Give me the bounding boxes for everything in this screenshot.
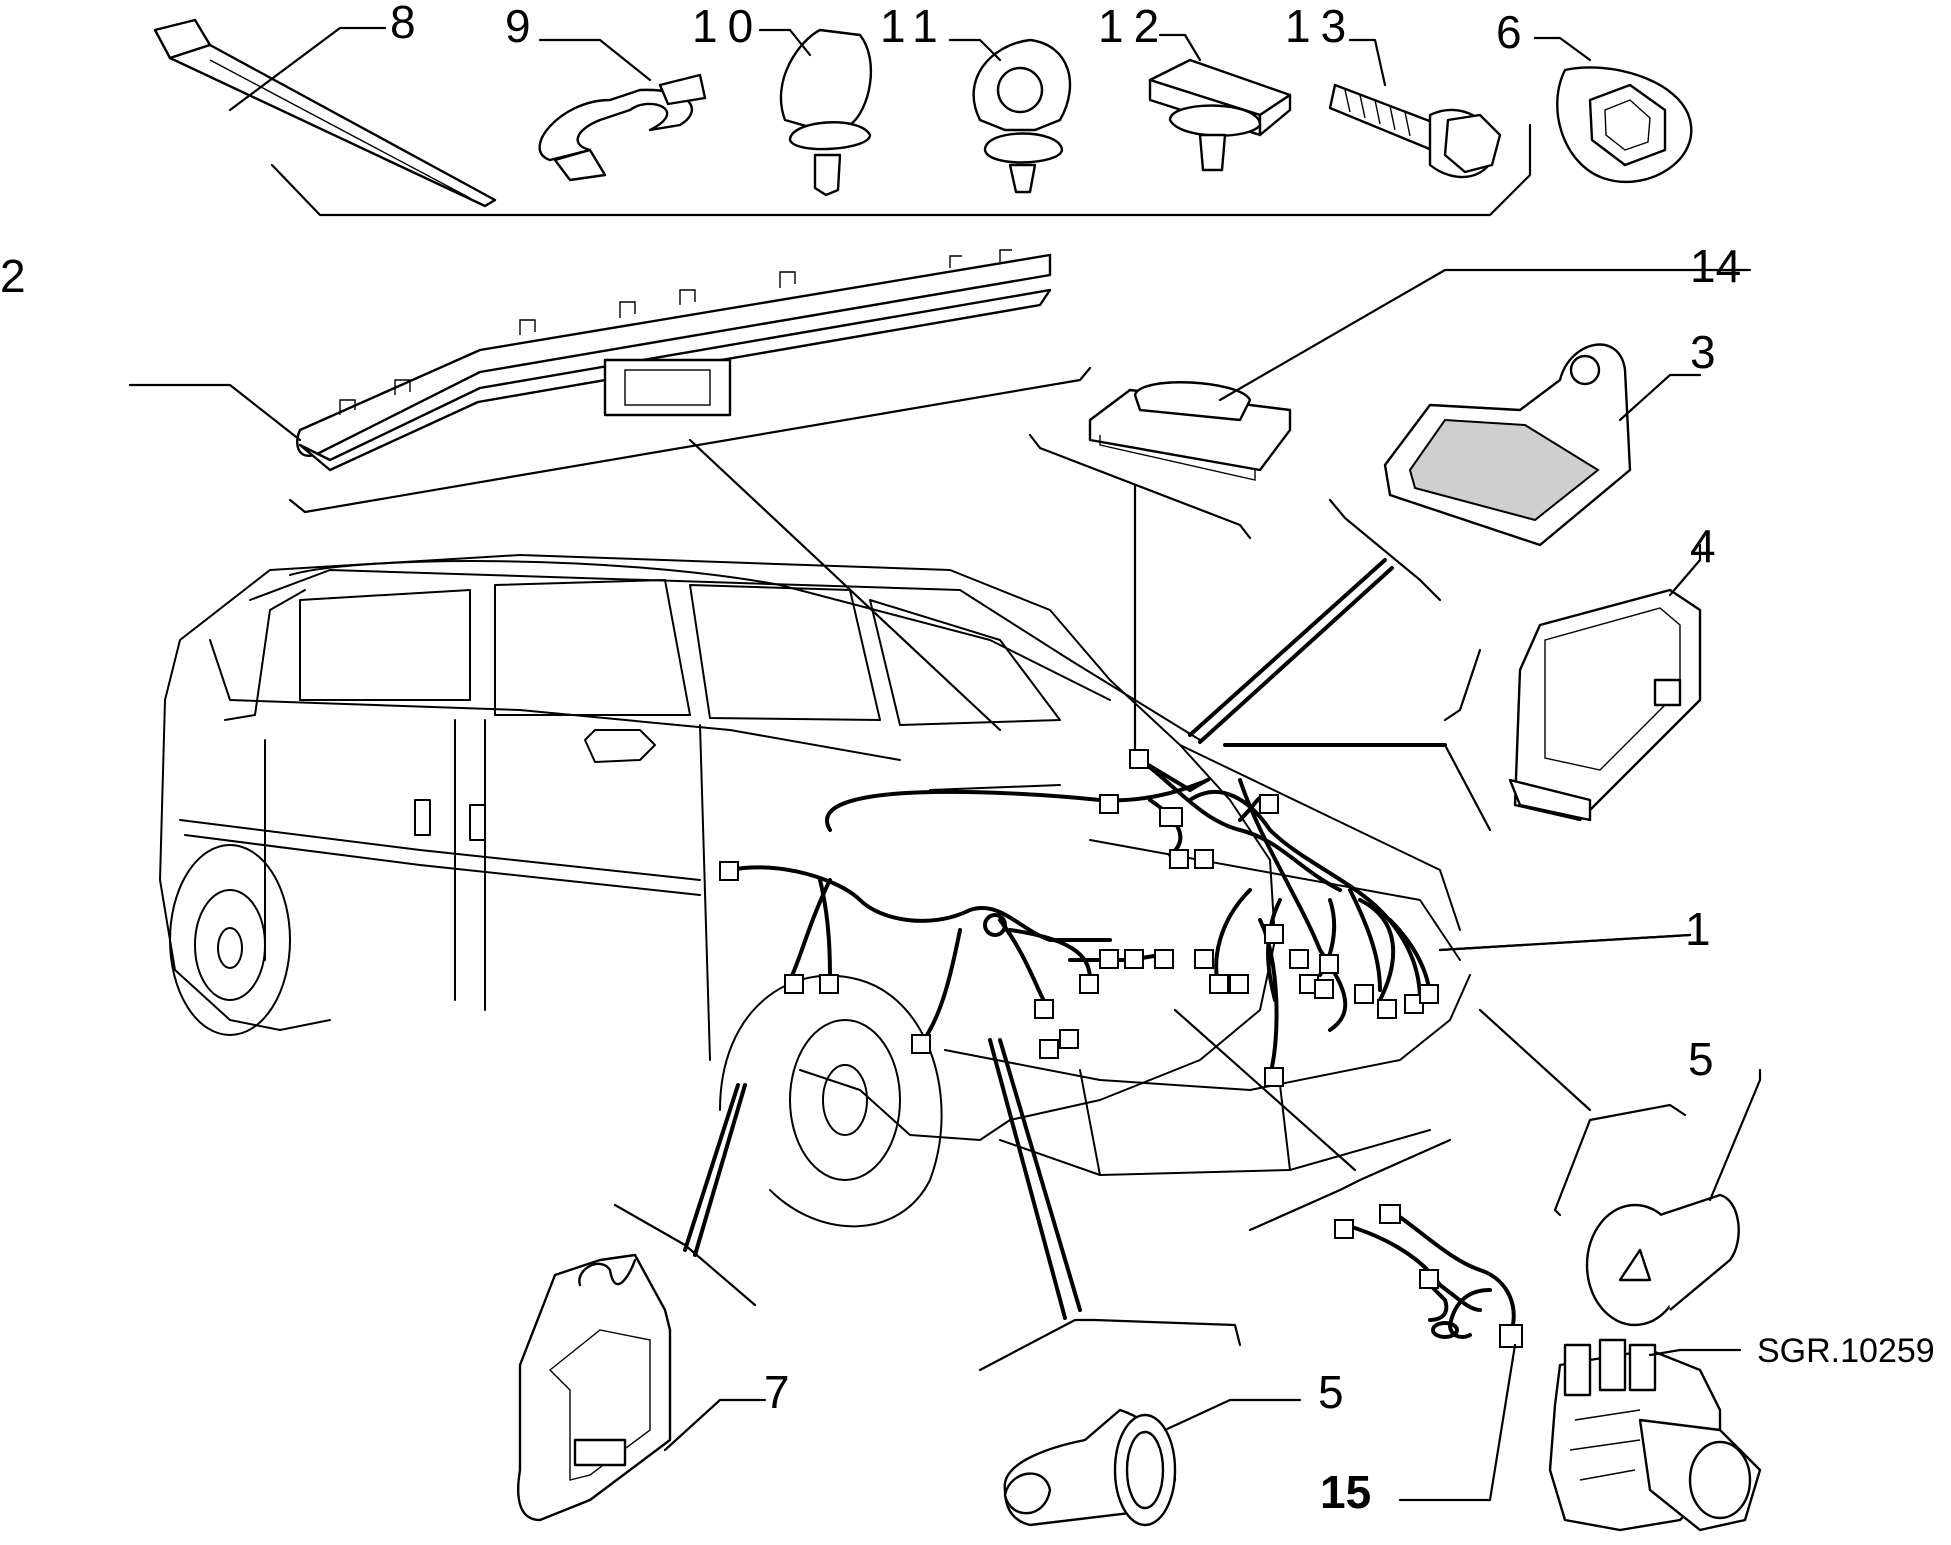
part-2-rail bbox=[296, 249, 1052, 472]
part-6-grommet bbox=[1556, 66, 1693, 184]
part-9-clamp bbox=[538, 73, 707, 182]
part-15-bracket bbox=[1248, 1138, 1452, 1232]
callout-15: 15 bbox=[1320, 1466, 1371, 1518]
callout-10: 10 bbox=[692, 0, 763, 52]
vehicle-outline bbox=[159, 554, 1471, 1228]
callout-8-leader bbox=[228, 26, 387, 112]
part-5-cone-lower bbox=[1003, 1408, 1177, 1527]
callout-5b-leader bbox=[1163, 1398, 1302, 1432]
part-4-bracket bbox=[1443, 648, 1482, 722]
drawing-code: SGR.10259 bbox=[1757, 1332, 1935, 1370]
part-5-cone-upper bbox=[1585, 1193, 1740, 1327]
leader-part-15 bbox=[1173, 1008, 1357, 1172]
callout-14: 14 bbox=[1690, 240, 1741, 292]
part-13-screw bbox=[1328, 83, 1502, 179]
callout-12: 12 bbox=[1098, 0, 1169, 52]
part-1-wiring-harness bbox=[728, 758, 1432, 1077]
callout-12-leader bbox=[1158, 33, 1202, 62]
callout-6: 6 bbox=[1496, 6, 1522, 58]
callout-2: 2 bbox=[0, 250, 26, 302]
part-7-bracket bbox=[613, 1203, 757, 1307]
callout-9: 9 bbox=[505, 0, 531, 52]
callout-13-leader bbox=[1348, 38, 1387, 87]
motor-pump-unit bbox=[1548, 1338, 1762, 1532]
callout-8: 8 bbox=[390, 0, 416, 48]
part-14-bracket bbox=[1028, 433, 1252, 540]
callout-13: 13 bbox=[1285, 0, 1356, 52]
part-3-bracket bbox=[1383, 343, 1632, 547]
callout-7: 7 bbox=[764, 1366, 790, 1418]
part-2-bracket bbox=[288, 366, 1092, 514]
part-12-fastener bbox=[1148, 58, 1292, 172]
callout-10-leader bbox=[758, 28, 812, 57]
callout-11-leader bbox=[948, 38, 1002, 62]
callout-7-leader bbox=[663, 1398, 767, 1452]
fastener-group-bracket bbox=[270, 123, 1532, 217]
callout-3-leader bbox=[1618, 373, 1702, 422]
part-11-clip bbox=[972, 38, 1072, 194]
part-14-control-box bbox=[1088, 381, 1292, 481]
part-5a-bracket bbox=[1553, 1103, 1687, 1217]
leader-part-7 bbox=[683, 1083, 747, 1257]
leader-part-5a bbox=[1478, 1008, 1592, 1112]
callout-1-leader bbox=[1438, 933, 1692, 952]
callout-9-leader bbox=[538, 38, 652, 82]
callout-15-leader bbox=[1398, 1343, 1517, 1502]
leader-part-2 bbox=[688, 438, 1002, 732]
callout-3: 3 bbox=[1690, 326, 1716, 378]
part-7-clip bbox=[517, 1253, 672, 1522]
leader-code bbox=[1648, 1348, 1742, 1357]
callout-5a-leader bbox=[1708, 1068, 1762, 1202]
part-4-cover bbox=[1508, 588, 1702, 822]
harness-connectors bbox=[719, 749, 1439, 1087]
callout-1: 1 bbox=[1685, 903, 1711, 955]
callout-2-leader bbox=[128, 383, 302, 442]
callout-4: 4 bbox=[1690, 520, 1716, 572]
callout-4-leader bbox=[1668, 543, 1702, 597]
part-5b-bracket bbox=[978, 1318, 1242, 1372]
callout-14-leader bbox=[1218, 268, 1752, 402]
part-4-bracket-2 bbox=[1443, 743, 1492, 832]
part-8-cable-tie bbox=[153, 18, 497, 208]
callout-6-leader bbox=[1533, 36, 1592, 62]
callout-11: 11 bbox=[880, 0, 948, 52]
part-3-bracket-line bbox=[1328, 498, 1442, 602]
callout-5a: 5 bbox=[1688, 1033, 1714, 1085]
leader-part-5b bbox=[988, 1038, 1082, 1320]
leader-part-3 bbox=[1188, 558, 1394, 744]
callout-5b: 5 bbox=[1318, 1366, 1344, 1418]
part-15-sub-harness bbox=[1334, 1204, 1523, 1348]
part-10-clip bbox=[779, 28, 873, 197]
